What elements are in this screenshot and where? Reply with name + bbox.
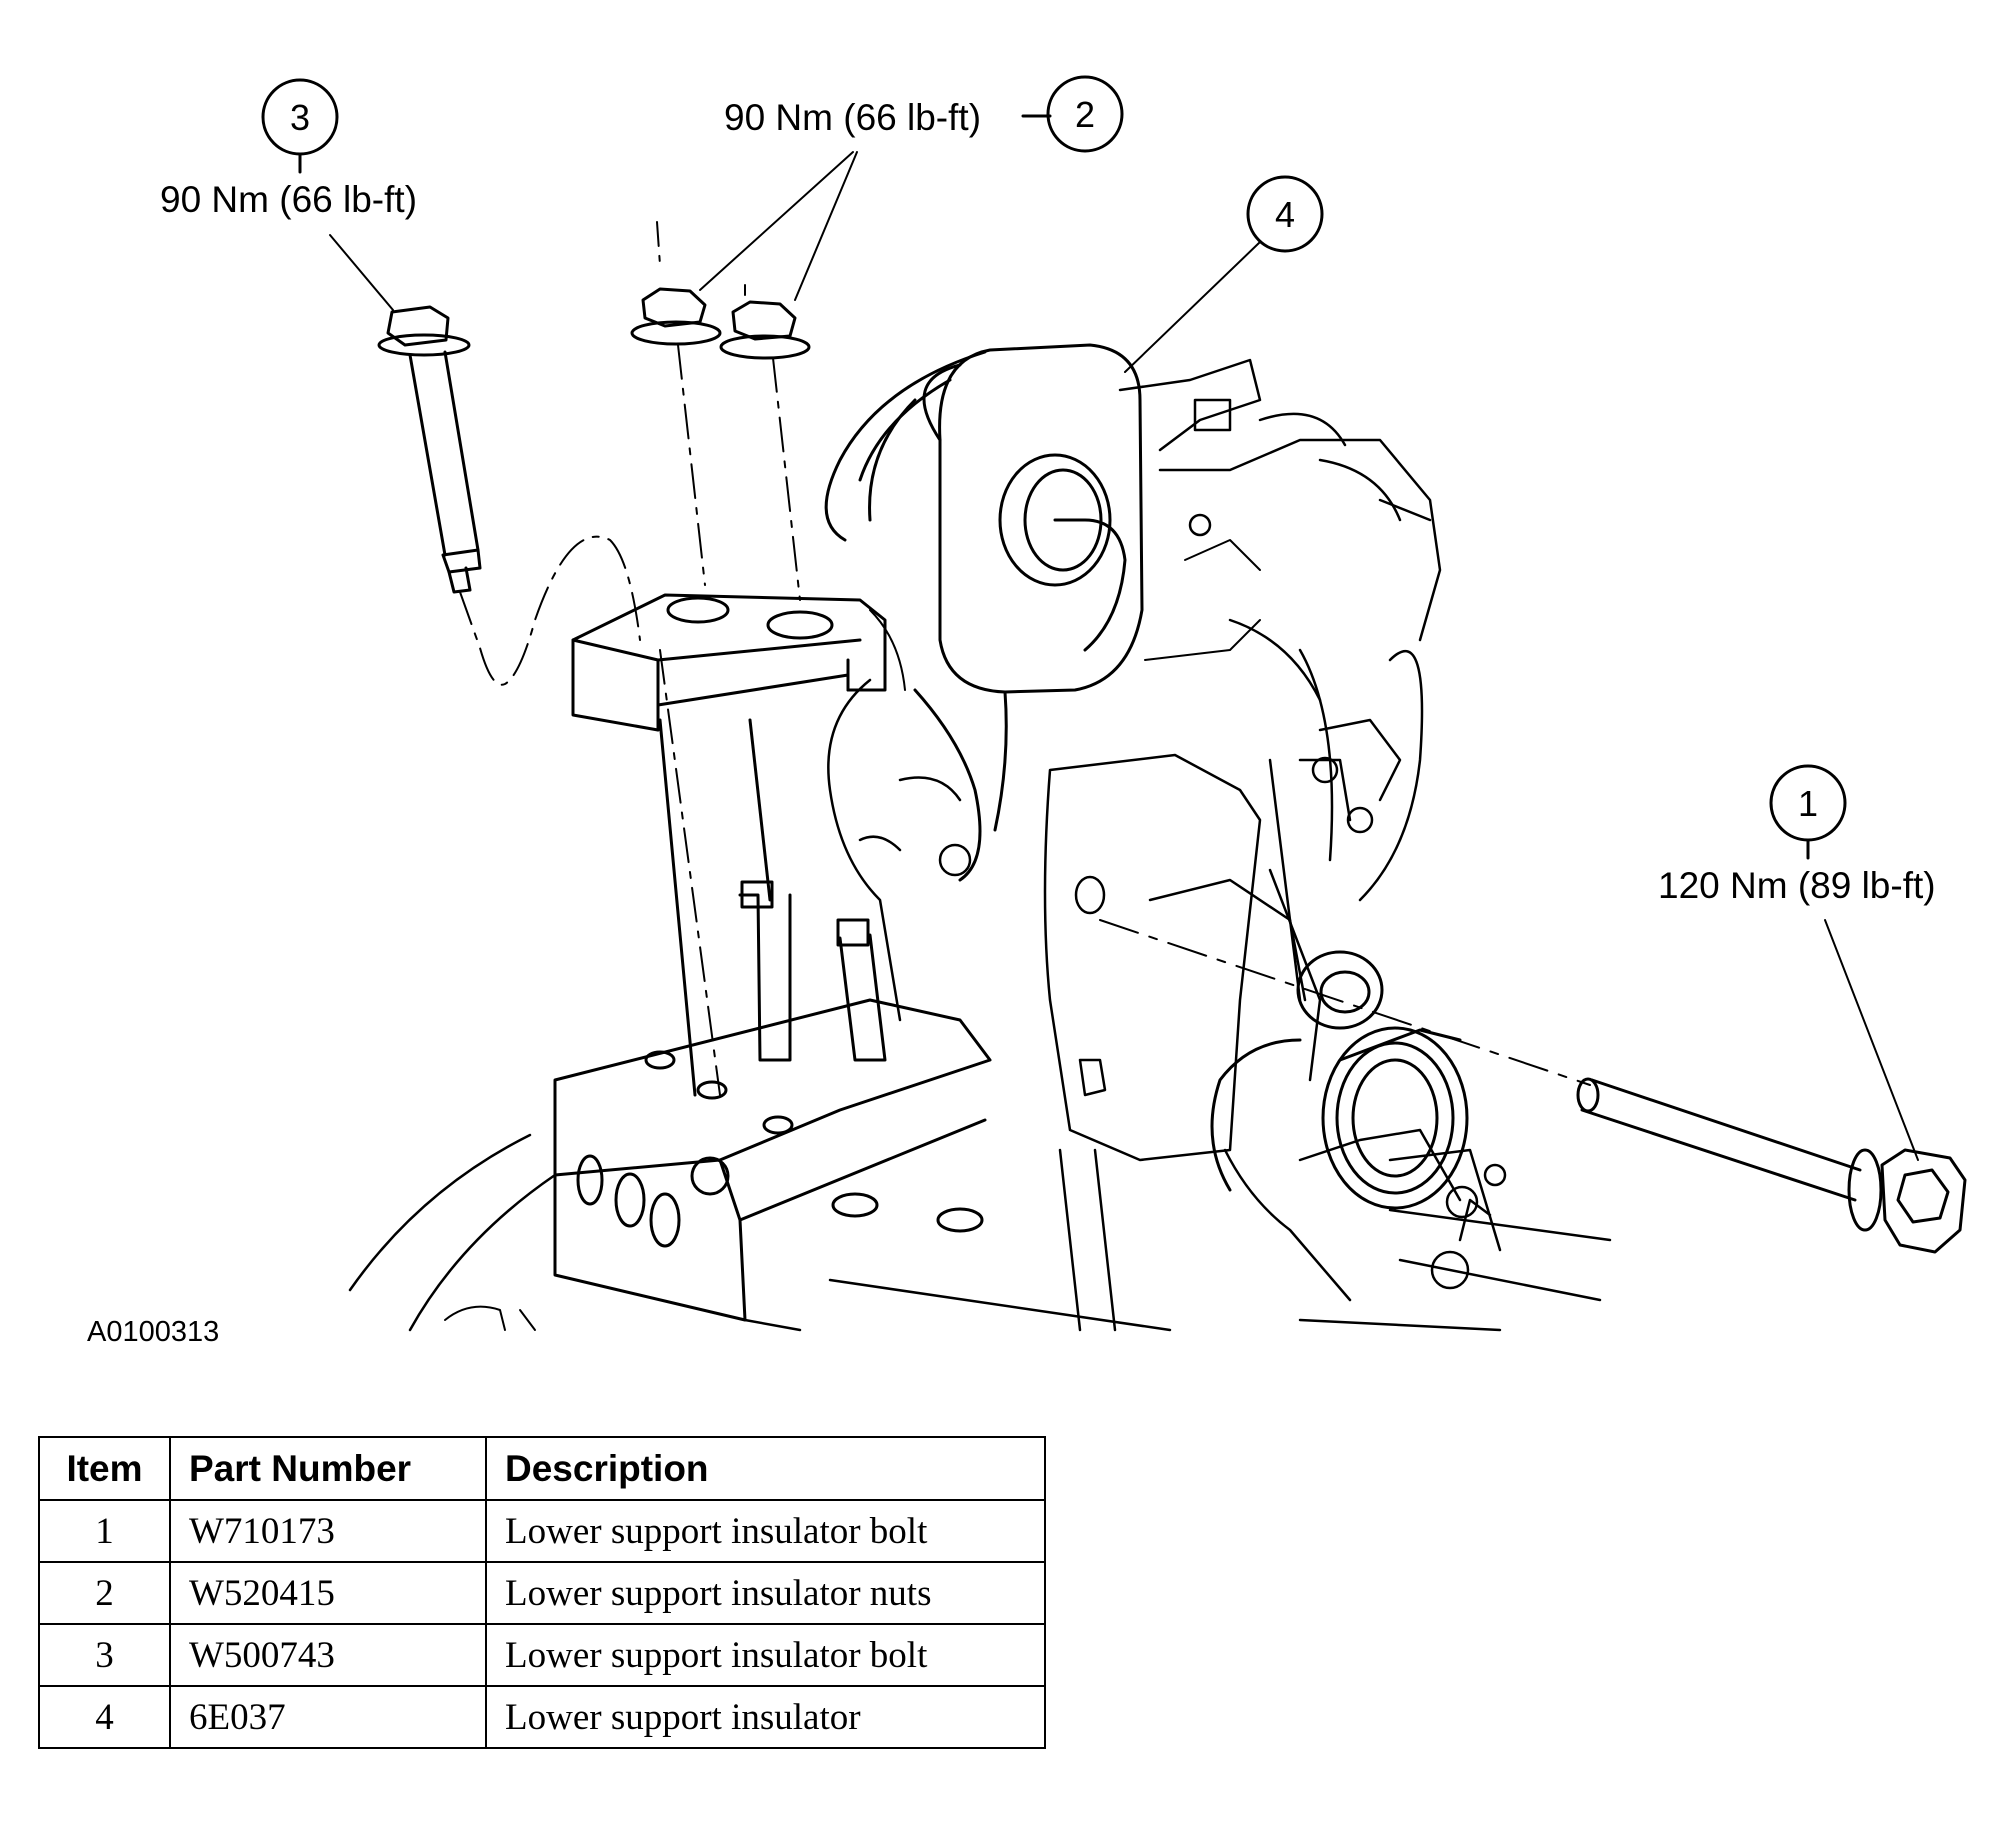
- table-row: 1 W710173 Lower support insulator bolt: [38, 1499, 1046, 1563]
- item-cell: 2: [38, 1561, 171, 1625]
- table-row: 3 W500743 Lower support insulator bolt: [38, 1623, 1046, 1687]
- callout-2-torque: 90 Nm (66 lb-ft): [724, 97, 981, 138]
- column-header-description: Description: [485, 1436, 1046, 1501]
- engine-block: [348, 358, 1612, 1332]
- part-number-cell: W500743: [169, 1623, 487, 1687]
- nuts-item-2: [630, 221, 811, 1096]
- description-cell: Lower support insulator bolt: [485, 1623, 1046, 1687]
- callout-1-number: 1: [1798, 783, 1818, 824]
- part-number-cell: 6E037: [169, 1685, 487, 1749]
- callout-1-torque: 120 Nm (89 lb-ft): [1658, 865, 1936, 906]
- table-header-row: Item Part Number Description: [38, 1436, 1046, 1501]
- callout-4-number: 4: [1275, 194, 1295, 235]
- table-row: 2 W520415 Lower support insulator nuts: [38, 1561, 1046, 1625]
- callout-3: 3 90 Nm (66 lb-ft): [160, 78, 417, 311]
- callout-4: 4: [1124, 175, 1324, 373]
- callout-1: 1 120 Nm (89 lb-ft): [1658, 764, 1936, 1161]
- bearing-housing: [1210, 950, 1469, 1210]
- column-header-part-number: Part Number: [169, 1436, 487, 1501]
- item-cell: 1: [38, 1499, 171, 1563]
- part-number-cell: W520415: [169, 1561, 487, 1625]
- description-cell: Lower support insulator: [485, 1685, 1046, 1749]
- lower-support-insulator: [571, 343, 1144, 882]
- callout-2: 90 Nm (66 lb-ft) 2: [699, 75, 1124, 301]
- callout-3-torque: 90 Nm (66 lb-ft): [160, 179, 417, 220]
- callout-3-number: 3: [290, 97, 310, 138]
- engine-detail-lines: [444, 539, 1261, 1331]
- table-row: 4 6E037 Lower support insulator: [38, 1685, 1046, 1749]
- description-cell: Lower support insulator nuts: [485, 1561, 1046, 1625]
- column-header-item: Item: [38, 1436, 171, 1501]
- mount-plate-studs: [553, 718, 992, 1322]
- description-cell: Lower support insulator bolt: [485, 1499, 1046, 1563]
- callout-2-number: 2: [1075, 94, 1095, 135]
- bolt-item-1: [1099, 919, 1967, 1254]
- figure-id: A0100313: [87, 1316, 220, 1348]
- item-cell: 3: [38, 1623, 171, 1687]
- bolt-item-3: [377, 305, 641, 686]
- item-cell: 4: [38, 1685, 171, 1749]
- parts-table: Item Part Number Description 1 W710173 L…: [38, 1436, 1046, 1749]
- part-number-cell: W710173: [169, 1499, 487, 1563]
